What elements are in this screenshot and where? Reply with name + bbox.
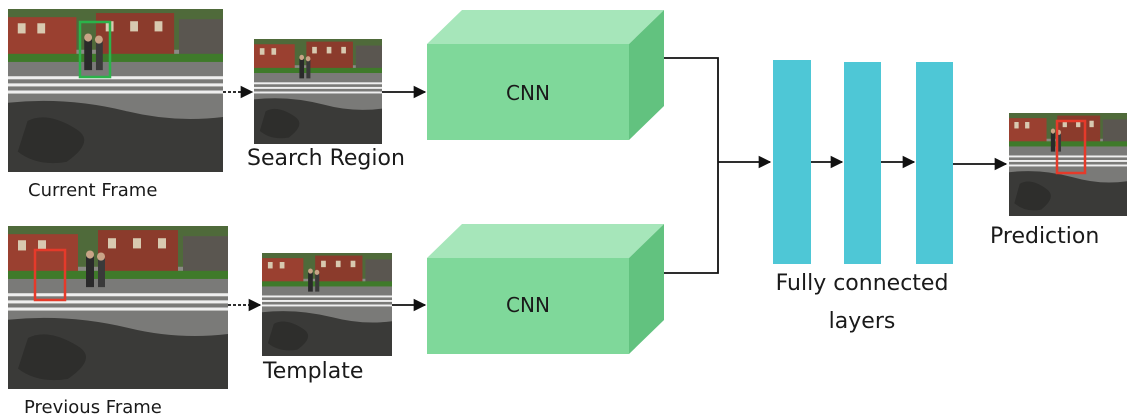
template-label: Template xyxy=(262,359,363,384)
fc-label-line2: layers xyxy=(829,309,896,334)
cnn-block-bottom: CNN xyxy=(427,224,664,354)
fc-layer-2 xyxy=(844,62,881,264)
connector-cnn-top xyxy=(664,57,719,162)
cnn-bottom-label: CNN xyxy=(506,293,550,317)
connector-cnn-bottom xyxy=(664,162,719,274)
current-frame-target-box xyxy=(78,20,112,79)
template-image xyxy=(262,253,392,356)
fc-label-line1: Fully connected xyxy=(776,271,949,296)
search-region-label: Search Region xyxy=(247,146,405,171)
fc-layer-3 xyxy=(916,62,953,264)
prediction-target-box xyxy=(1055,119,1087,175)
previous-frame-target-box xyxy=(33,248,67,302)
cnn-top-label: CNN xyxy=(506,81,550,105)
prediction-label: Prediction xyxy=(990,224,1099,249)
previous-frame-image xyxy=(8,226,228,389)
current-frame-label: Current Frame xyxy=(28,180,157,201)
current-frame-image xyxy=(8,9,223,172)
fc-layer-1 xyxy=(773,60,811,264)
cnn-block-top: CNN xyxy=(427,10,664,140)
prediction-image xyxy=(1009,113,1127,216)
search-region-image xyxy=(254,39,382,144)
previous-frame-label: Previous Frame xyxy=(24,397,162,418)
